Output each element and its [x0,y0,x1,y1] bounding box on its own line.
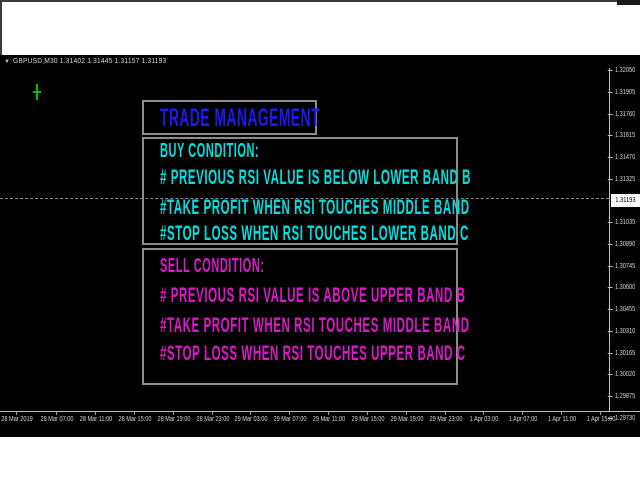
price-axis-label: 1.30600 [607,284,636,291]
price-axis-label: 1.29730 [607,415,636,422]
chart-window[interactable]: ▼ GBPUSD,M30 1.31402 1.31445 1.31157 1.3… [0,55,640,437]
current-price-line [0,198,609,199]
chevron-down-icon[interactable]: ▼ [4,58,10,65]
time-axis-label: 29 Mar 07:00 [264,411,315,423]
price-axis-label: 1.31615 [607,132,636,139]
trade-management-header-box: TRADE MANAGEMENT [142,100,321,135]
window-left-border [0,0,2,55]
sell-condition-title: SELL CONDITION: [160,255,265,277]
chart-title-bar[interactable]: ▼ GBPUSD,M30 1.31402 1.31445 1.31157 1.3… [0,55,640,68]
buy-condition-line-3: #STOP LOSS WHEN RSI TOUCHES LOWER BAND C [160,222,469,245]
time-axis-label: 28 Mar 2019 [0,411,43,423]
price-axis-label: 1.31325 [607,176,636,183]
price-axis-label: 1.30020 [607,371,636,378]
price-bar-tick [33,91,41,93]
time-axis-label: 1 Apr 11:00 [536,411,587,423]
time-axis-label: 28 Mar 15:00 [109,411,160,423]
time-axis-label: 29 Mar 11:00 [303,411,354,423]
price-axis-label: 1.30165 [607,350,636,357]
time-axis-label: 28 Mar 19:00 [148,411,199,423]
time-axis-label: 29 Mar 19:00 [381,411,432,423]
sell-condition-line-3: #STOP LOSS WHEN RSI TOUCHES UPPER BAND C [160,342,466,365]
time-axis-label: 1 Apr 07:00 [497,411,548,423]
time-axis-label: 28 Mar 11:00 [70,411,121,423]
time-axis-label: 28 Mar 07:00 [31,411,82,423]
symbol-ohlc-summary: GBPUSD,M30 1.31402 1.31445 1.31157 1.311… [12,58,167,65]
price-axis-label: 1.32050 [607,67,636,74]
window-corner-tab [617,0,640,5]
buy-condition-line-2: #TAKE PROFIT WHEN RSI TOUCHES MIDDLE BAN… [160,196,470,219]
sell-condition-panel: SELL CONDITION: # PREVIOUS RSI VALUE IS … [142,248,469,385]
time-axis-line [0,411,640,412]
time-axis-label: 29 Mar 23:00 [420,411,471,423]
current-price-badge: 1.31193 [611,194,640,207]
price-axis-label: 1.31035 [607,219,636,226]
price-axis-label: 1.30310 [607,328,636,335]
time-axis-label: 29 Mar 15:00 [342,411,393,423]
price-axis-label: 1.30890 [607,241,636,248]
buy-condition-line-1: # PREVIOUS RSI VALUE IS BELOW LOWER BAND… [160,166,472,189]
trade-management-title: TRADE MANAGEMENT [160,104,321,132]
time-axis-label: 29 Mar 03:00 [225,411,276,423]
price-axis-line [609,68,610,411]
time-axis-label: 1 Apr 03:00 [458,411,509,423]
price-axis-label: 1.31760 [607,111,636,118]
price-axis-label: 1.30455 [607,306,636,313]
price-axis-label: 1.29875 [607,393,636,400]
price-axis-label: 1.31470 [607,154,636,161]
buy-condition-panel: BUY CONDITION: # PREVIOUS RSI VALUE IS B… [142,137,470,245]
time-axis-label: 28 Mar 23:00 [187,411,238,423]
price-axis-label: 1.31905 [607,89,636,96]
window-top-border [0,0,640,2]
time-axis-label: 1 Apr 15:00 [575,411,626,423]
buy-condition-title: BUY CONDITION: [160,140,260,162]
sell-condition-line-1: # PREVIOUS RSI VALUE IS ABOVE UPPER BAND… [160,284,466,307]
sell-condition-line-2: #TAKE PROFIT WHEN RSI TOUCHES MIDDLE BAN… [160,314,470,337]
price-axis-label: 1.30745 [607,263,636,270]
